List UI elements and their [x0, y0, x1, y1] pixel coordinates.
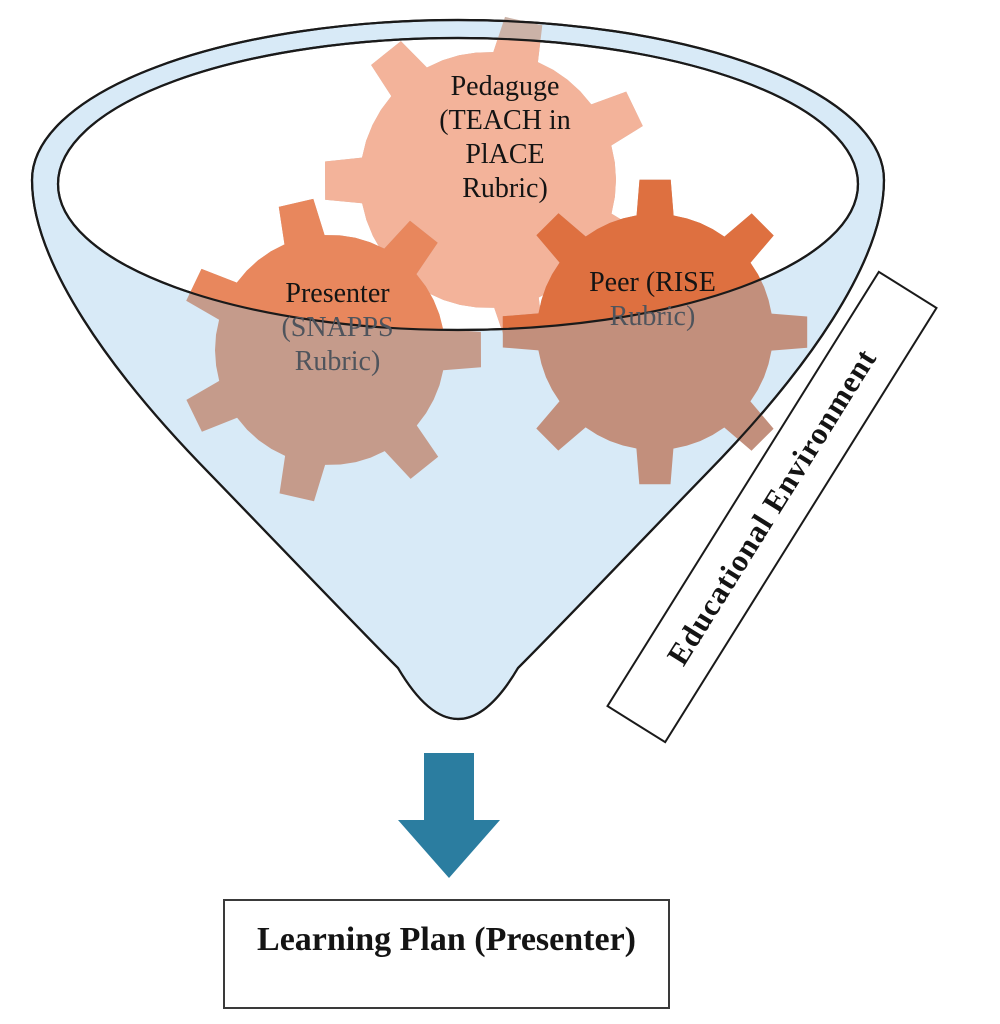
gears-layer — [186, 16, 808, 502]
funnel-outline-overlay — [30, 18, 886, 720]
liquid-line — [56, 36, 860, 332]
presenter-gear — [186, 198, 481, 330]
learning-plan-label: Learning Plan (Presenter) — [257, 921, 636, 958]
down-arrow — [398, 753, 500, 878]
peer-gear — [502, 179, 808, 330]
learning-plan-box: Learning Plan (Presenter) — [223, 899, 670, 1009]
